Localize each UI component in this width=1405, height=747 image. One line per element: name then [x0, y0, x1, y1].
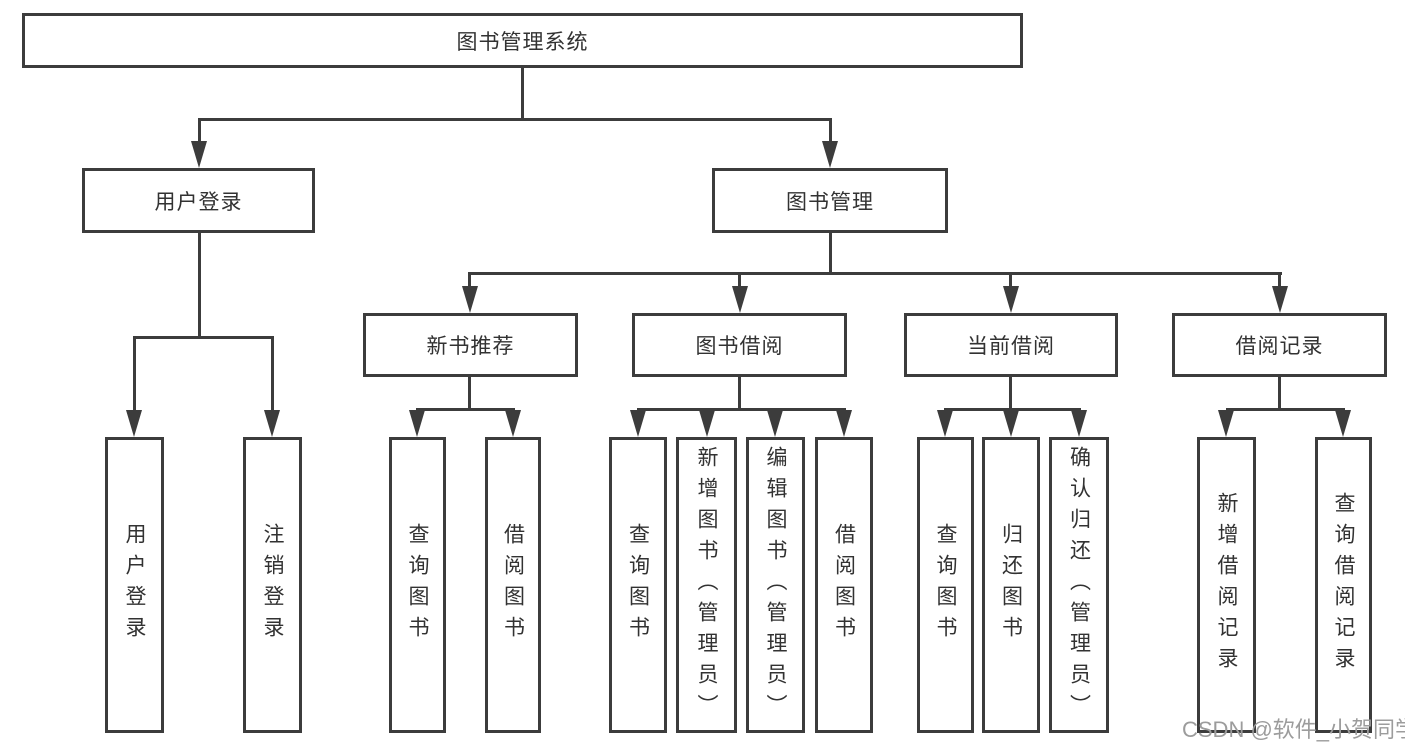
edge-borrow-records-stem — [1278, 377, 1281, 408]
arrowhead-down-icon — [264, 410, 280, 437]
leaf-confirm-return-admin: 确认归还（管理员） — [1049, 437, 1109, 733]
arrowhead-down-icon — [1003, 410, 1019, 437]
edge-to-user-login-stem — [198, 118, 201, 144]
node-label: 图书管理 — [786, 190, 874, 214]
edge-new-book-crossbar — [416, 408, 515, 411]
leaf-add-borrow-record: 新增借阅记录 — [1197, 437, 1256, 733]
leaf-label: 确认归还（管理员） — [1067, 445, 1091, 725]
leaf-label: 查询图书 — [934, 523, 957, 647]
leaf-query-books-new-book: 查询图书 — [389, 437, 446, 733]
node-label: 图书管理系统 — [456, 30, 589, 54]
leaf-query-books-current: 查询图书 — [917, 437, 974, 733]
node-label: 用户登录 — [154, 190, 243, 214]
arrowhead-down-icon — [191, 141, 207, 168]
node-book-borrow: 图书借阅 — [632, 313, 847, 377]
arrowhead-down-icon — [126, 410, 142, 437]
node-new-book-recommend: 新书推荐 — [363, 313, 578, 377]
node-label: 图书借阅 — [695, 335, 784, 358]
edge-book-borrow-stem — [738, 377, 741, 408]
node-label: 当前借阅 — [967, 335, 1055, 358]
arrowhead-down-icon — [732, 286, 748, 313]
edge-book-management-stem — [829, 233, 832, 272]
arrowhead-down-icon — [767, 410, 783, 437]
arrowhead-down-icon — [1071, 410, 1087, 437]
edge-current-borrow-stem — [1009, 377, 1012, 408]
leaf-return-book: 归还图书 — [982, 437, 1040, 733]
arrowhead-down-icon — [699, 410, 715, 437]
leaf-user-login: 用户登录 — [105, 437, 164, 733]
arrowhead-down-icon — [409, 410, 425, 437]
leaf-label: 用户登录 — [123, 523, 146, 647]
arrowhead-down-icon — [1272, 286, 1288, 313]
edge-new-book-stem — [468, 377, 471, 408]
node-user-login: 用户登录 — [82, 168, 315, 233]
edge-root-crossbar — [198, 118, 831, 121]
node-current-borrow: 当前借阅 — [904, 313, 1118, 377]
leaf-label: 查询图书 — [626, 523, 650, 647]
edge-current-borrow-crossbar — [944, 408, 1081, 411]
edge-to-new-book-stem — [468, 272, 471, 288]
edge-book-management-crossbar — [469, 272, 1282, 275]
edge-to-leaf-logout-stem — [271, 336, 274, 412]
edge-to-book-borrow-stem — [738, 272, 741, 288]
node-book-management: 图书管理 — [712, 168, 948, 233]
node-library-management-system: 图书管理系统 — [22, 13, 1023, 68]
edge-user-login-crossbar — [133, 336, 274, 339]
edge-to-leaf-user-login-stem — [133, 336, 136, 412]
leaf-label: 新增图书（管理员） — [695, 445, 718, 725]
edge-user-login-stem — [198, 233, 201, 336]
leaf-label: 查询图书 — [406, 523, 429, 647]
leaf-borrow-books-new-book: 借阅图书 — [485, 437, 541, 733]
leaf-query-borrow-record: 查询借阅记录 — [1315, 437, 1372, 733]
edge-book-borrow-crossbar — [637, 408, 846, 411]
node-label: 借阅记录 — [1235, 335, 1324, 358]
leaf-query-books-borrow: 查询图书 — [609, 437, 667, 733]
watermark: CSDN @软件_小贺同学 — [1182, 717, 1405, 742]
leaf-label: 注销登录 — [261, 523, 284, 647]
leaf-edit-book-admin: 编辑图书（管理员） — [746, 437, 805, 733]
arrowhead-down-icon — [505, 410, 521, 437]
arrowhead-down-icon — [1335, 410, 1351, 437]
arrowhead-down-icon — [937, 410, 953, 437]
node-borrow-records: 借阅记录 — [1172, 313, 1387, 377]
arrowhead-down-icon — [1218, 410, 1234, 437]
edge-to-current-borrow-stem — [1009, 272, 1012, 288]
leaf-label: 编辑图书（管理员） — [764, 445, 787, 725]
arrowhead-down-icon — [630, 410, 646, 437]
leaf-label: 归还图书 — [999, 523, 1023, 647]
leaf-borrow-books-borrow: 借阅图书 — [815, 437, 873, 733]
leaf-label: 新增借阅记录 — [1215, 492, 1238, 678]
node-label: 新书推荐 — [426, 335, 515, 358]
arrowhead-down-icon — [822, 141, 838, 168]
leaf-label: 查询借阅记录 — [1332, 492, 1355, 678]
leaf-label: 借阅图书 — [501, 523, 525, 647]
arrowhead-down-icon — [462, 286, 478, 313]
edge-to-borrow-records-stem — [1278, 272, 1281, 288]
edge-borrow-records-crossbar — [1226, 408, 1345, 411]
leaf-logout: 注销登录 — [243, 437, 302, 733]
edge-root-stem — [521, 68, 524, 118]
arrowhead-down-icon — [836, 410, 852, 437]
leaf-add-book-admin: 新增图书（管理员） — [676, 437, 737, 733]
leaf-label: 借阅图书 — [832, 523, 856, 647]
edge-to-book-management-stem — [829, 118, 832, 144]
arrowhead-down-icon — [1003, 286, 1019, 313]
